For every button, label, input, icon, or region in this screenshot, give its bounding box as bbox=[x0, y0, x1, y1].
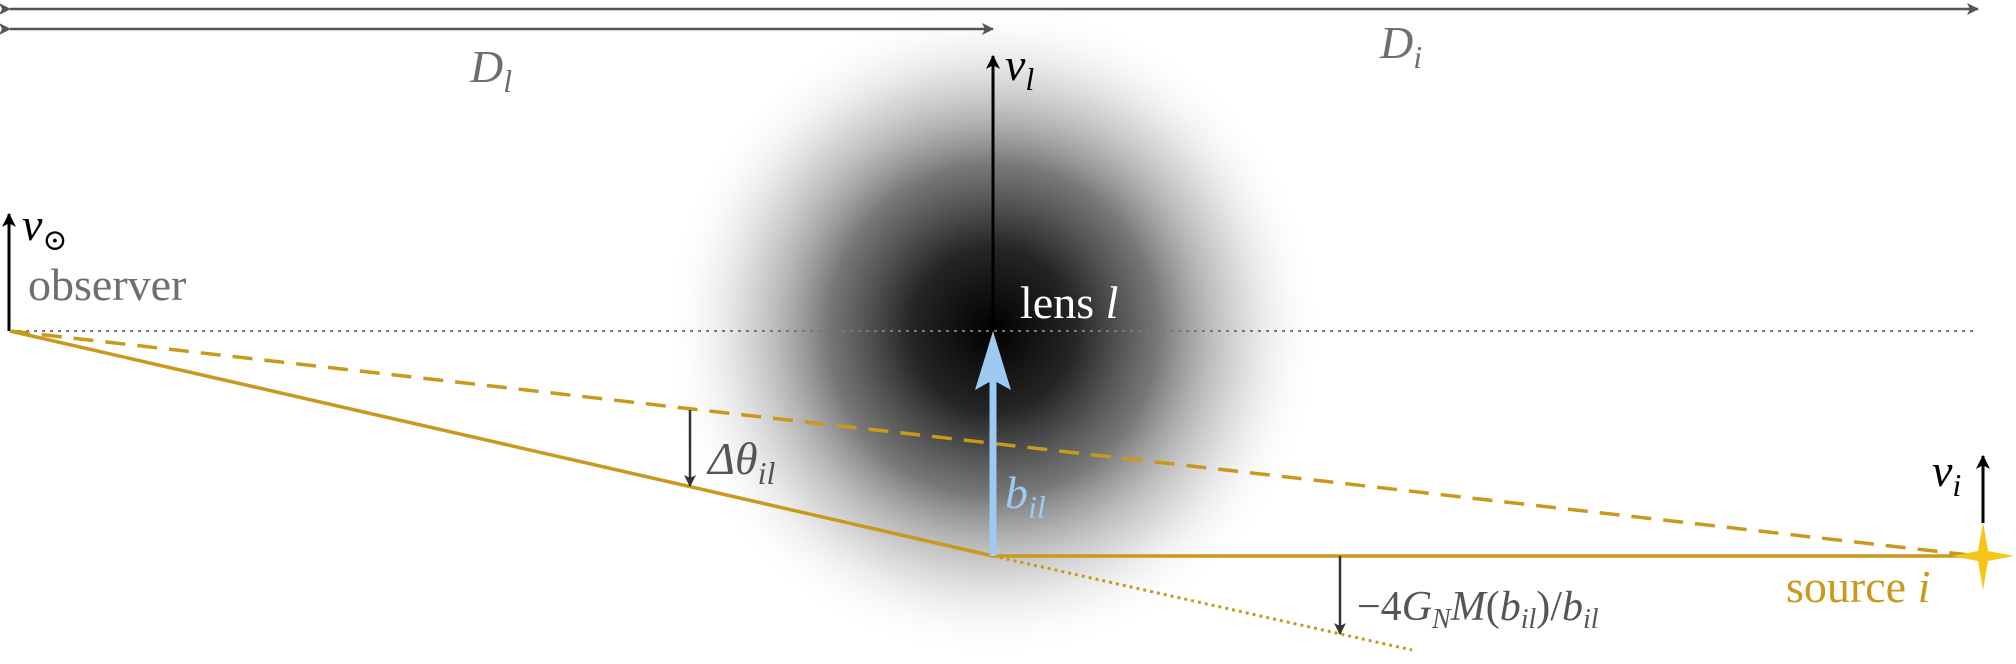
impact-parameter-label: bil bbox=[1005, 467, 1046, 525]
apparent-ray bbox=[9, 329, 1979, 558]
observed-ray bbox=[9, 329, 994, 558]
deflection-angle-label: Δθil bbox=[706, 433, 775, 491]
distance-source-label: Di bbox=[1379, 17, 1422, 75]
source-star-icon bbox=[1952, 522, 2014, 590]
lens-label: lens l bbox=[1020, 277, 1118, 328]
deflection-formula-label: −4GNM(bil)/bil bbox=[1357, 584, 1599, 635]
lens-velocity-label: vl bbox=[1005, 39, 1034, 97]
observer-label: observer bbox=[28, 259, 186, 310]
source-velocity-label: vi bbox=[1932, 445, 1961, 503]
source-label: source i bbox=[1786, 561, 1930, 612]
observer-velocity-label: v⊙ bbox=[22, 199, 68, 257]
impact-parameter-arrowhead bbox=[975, 331, 1011, 390]
distance-lens-label: Dl bbox=[469, 41, 512, 99]
